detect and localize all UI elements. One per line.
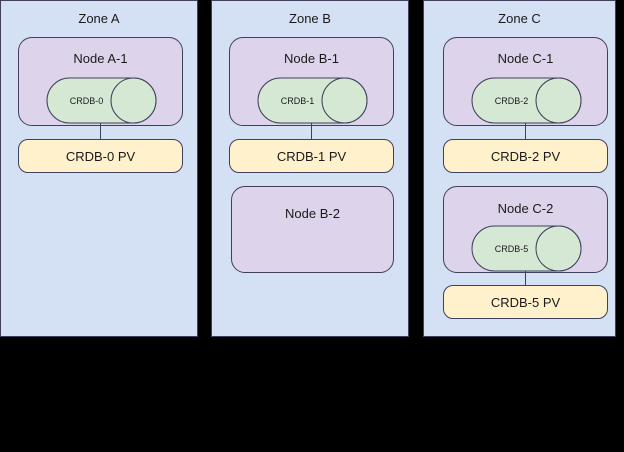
volume-crdb-2-pv[interactable]: CRDB-2 PV (443, 139, 608, 173)
zone-c-title: Zone C (498, 11, 541, 26)
zone-a[interactable]: Zone A Node A-1 CRDB-0 CRDB-0 PV (0, 0, 198, 337)
zone-a-title: Zone A (78, 11, 120, 26)
node-b-1[interactable]: Node B-1 CRDB-1 (229, 37, 394, 126)
node-c-1-volume-connector (525, 123, 526, 140)
node-c-1-title: Node C-1 (497, 51, 554, 66)
cylinder-shape (471, 225, 582, 272)
node-a-1-volume-connector (100, 123, 101, 140)
database-label-crdb-0: CRDB-0 (69, 95, 104, 106)
node-c-1[interactable]: Node C-1 CRDB-2 (443, 37, 608, 126)
node-a-1[interactable]: Node A-1 CRDB-0 (18, 37, 183, 126)
database-cylinder-crdb-2[interactable]: CRDB-2 (471, 77, 582, 124)
database-cylinder-crdb-1[interactable]: CRDB-1 (257, 77, 368, 124)
node-c-2-volume-connector (525, 271, 526, 286)
database-label-crdb-1: CRDB-1 (280, 95, 315, 106)
cylinder-shape (257, 77, 368, 124)
database-cylinder-crdb-5[interactable]: CRDB-5 (471, 225, 582, 272)
database-cylinder-crdb-0[interactable]: CRDB-0 (46, 77, 157, 124)
zone-b-title: Zone B (289, 11, 331, 26)
node-b-2[interactable]: Node B-2 (231, 186, 394, 273)
node-c-2-title: Node C-2 (497, 201, 554, 216)
volume-crdb-5-pv[interactable]: CRDB-5 PV (443, 285, 608, 319)
node-b-1-volume-connector (311, 123, 312, 140)
database-label-crdb-2: CRDB-2 (494, 95, 529, 106)
node-a-1-title: Node A-1 (73, 51, 128, 66)
volume-crdb-0-pv[interactable]: CRDB-0 PV (18, 139, 183, 173)
node-b-1-title: Node B-1 (284, 51, 339, 66)
cylinder-shape (471, 77, 582, 124)
cylinder-shape (46, 77, 157, 124)
zone-c[interactable]: Zone C Node C-1 CRDB-2 CRDB-2 PV Node C-… (423, 0, 616, 337)
database-label-crdb-5: CRDB-5 (494, 243, 529, 254)
zone-b[interactable]: Zone B Node B-1 CRDB-1 CRDB-1 PV Node B-… (211, 0, 409, 337)
node-c-2[interactable]: Node C-2 CRDB-5 (443, 186, 608, 273)
volume-crdb-1-pv[interactable]: CRDB-1 PV (229, 139, 394, 173)
node-b-2-title: Node B-2 (285, 206, 340, 221)
